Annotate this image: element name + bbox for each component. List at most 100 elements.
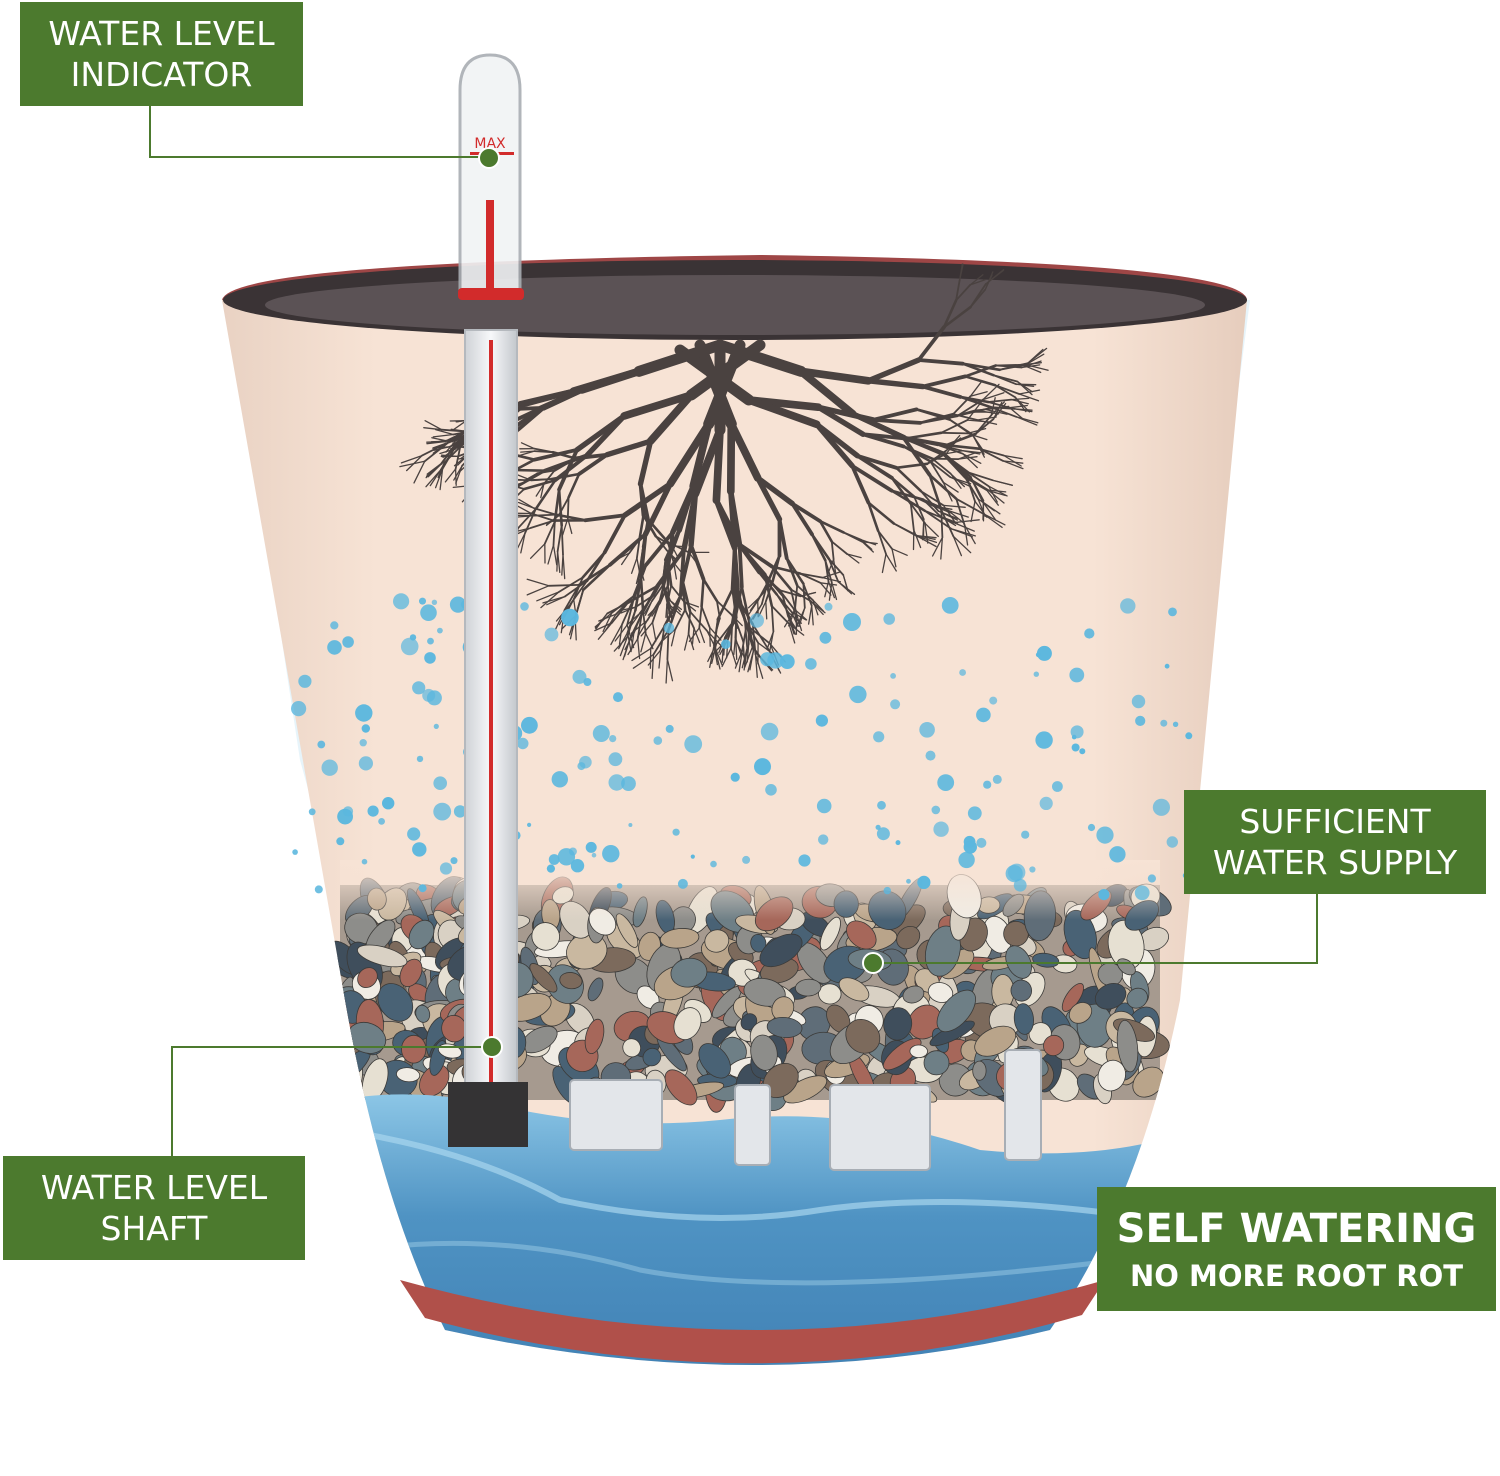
root-branch: [639, 565, 645, 581]
water-droplet: [355, 704, 373, 722]
root-branch: [920, 384, 963, 399]
root-branch: [916, 325, 946, 362]
water-droplet: [548, 854, 560, 865]
root-branch: [794, 584, 799, 611]
water-droplet: [358, 756, 373, 771]
root-branch: [520, 532, 526, 554]
root-branch: [802, 582, 806, 609]
water-droplet: [1134, 885, 1150, 901]
water-droplet: [983, 780, 992, 789]
gravel-stone: [795, 978, 822, 997]
root-branch: [987, 398, 1013, 403]
water-droplet: [805, 658, 817, 670]
root-branch: [674, 608, 686, 630]
water-droplet: [585, 841, 597, 853]
root-branch: [755, 475, 783, 522]
water-droplet: [418, 884, 427, 893]
root-branch: [830, 540, 835, 561]
water-droplet: [621, 776, 636, 791]
gravel-stone: [766, 1017, 803, 1038]
root-branch: [746, 624, 757, 654]
root-branch: [698, 605, 703, 629]
water-droplet: [416, 755, 424, 763]
root-branch: [540, 483, 545, 499]
water-droplet: [419, 597, 426, 605]
water-droplet: [330, 621, 339, 630]
water-droplet: [1098, 889, 1110, 901]
root-branch: [413, 460, 426, 484]
root-branch: [988, 485, 998, 503]
root-branch: [788, 623, 805, 636]
root-branch: [691, 426, 724, 498]
root-branch: [451, 420, 467, 432]
root-branch: [956, 408, 986, 417]
water-droplet: [1109, 846, 1126, 863]
root-branch: [796, 367, 857, 418]
water-droplet: [967, 806, 982, 821]
root-branch: [881, 553, 887, 574]
root-branch: [957, 451, 977, 460]
root-branch: [885, 553, 897, 572]
root-branch: [432, 433, 454, 438]
water-droplet: [890, 673, 896, 679]
water-droplet: [361, 858, 368, 865]
root-branch: [913, 495, 925, 521]
root-branch: [916, 358, 965, 366]
label-line: WATER LEVEL: [40, 1167, 268, 1207]
water-droplet: [424, 652, 436, 664]
gravel-stone: [357, 967, 378, 988]
gravel-stone: [1132, 1066, 1165, 1098]
gravel-stone: [704, 929, 730, 953]
root-branch: [944, 443, 981, 451]
gravel-stone: [972, 1060, 987, 1081]
root-branch: [942, 305, 972, 329]
gravel-stone: [357, 944, 408, 968]
root-branch: [744, 645, 754, 668]
root-branch: [967, 471, 990, 488]
water-droplet: [327, 640, 342, 655]
root-branch: [683, 601, 697, 612]
root-branch: [687, 610, 691, 635]
root-branch: [940, 419, 969, 434]
water-droplet: [883, 886, 891, 895]
root-branch: [902, 435, 948, 448]
root-branch: [967, 471, 994, 482]
water-droplet: [663, 622, 675, 634]
root-branch: [659, 568, 670, 601]
root-branch: [730, 647, 738, 666]
gravel-stone: [759, 933, 803, 968]
root-branch: [992, 402, 1007, 420]
root-branch: [990, 397, 996, 416]
root-branch: [987, 489, 1005, 504]
water-droplet: [561, 608, 579, 627]
root-branch: [918, 412, 955, 425]
root-branch: [439, 468, 444, 491]
root-branch: [799, 572, 824, 579]
root-branch: [626, 609, 637, 638]
root-branch: [659, 625, 666, 651]
label-line: WATER SUPPLY: [1212, 843, 1458, 882]
water-droplet: [292, 849, 298, 855]
root-branch: [543, 520, 556, 545]
root-branch: [828, 581, 833, 601]
root-branch: [670, 584, 686, 603]
water-droplet: [665, 724, 674, 733]
root-branch: [969, 380, 983, 397]
root-branch: [551, 450, 577, 460]
root-branch: [524, 507, 537, 534]
water-droplet: [672, 828, 680, 836]
root-branch: [929, 460, 952, 479]
root-branch: [819, 582, 832, 596]
root-branch: [537, 387, 585, 412]
water-droplet: [917, 875, 931, 890]
root-branch: [689, 610, 708, 632]
root-branch: [517, 501, 535, 509]
root-branch: [665, 658, 669, 684]
root-branch: [598, 613, 617, 622]
root-branch: [563, 584, 581, 612]
root-branch: [953, 519, 980, 524]
root-branch: [668, 604, 671, 623]
root-branch: [628, 538, 641, 554]
root-branch: [726, 420, 736, 496]
root-branch: [438, 438, 458, 443]
